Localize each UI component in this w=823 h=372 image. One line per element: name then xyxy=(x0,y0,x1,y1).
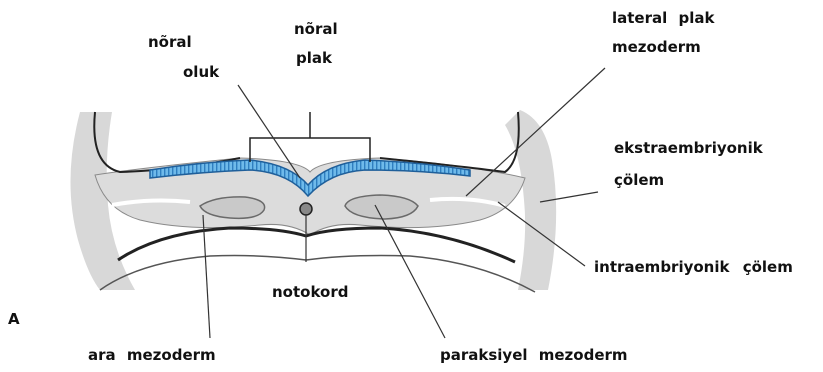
label-ekstraembriyonik-line2: çölem xyxy=(614,171,664,189)
leader-ara xyxy=(203,215,210,338)
figure-letter: A xyxy=(8,310,20,328)
label-intraembriyonik-colem: intraembriyonik çölem xyxy=(594,258,793,276)
neural-plate-bracket xyxy=(250,112,370,162)
label-lateral-plak-line1: lateral plak xyxy=(612,9,714,27)
label-lateral-plak-line2: mezoderm xyxy=(612,38,701,56)
label-noral-plak-line1: nõral xyxy=(294,20,338,38)
endoderm-line xyxy=(118,228,515,262)
label-noral-oluk-line1: nõral xyxy=(148,33,192,51)
label-paraksiyel-mezoderm: paraksiyel mezoderm xyxy=(440,346,628,364)
label-ekstraembriyonik-line1: ekstraembriyonik xyxy=(614,139,763,157)
label-noral-plak-line2: plak xyxy=(296,49,332,67)
label-ara-mezoderm: ara mezoderm xyxy=(88,346,216,364)
notochord xyxy=(300,203,312,215)
label-noral-oluk-line2: oluk xyxy=(183,63,219,81)
label-notokord: notokord xyxy=(272,283,348,301)
